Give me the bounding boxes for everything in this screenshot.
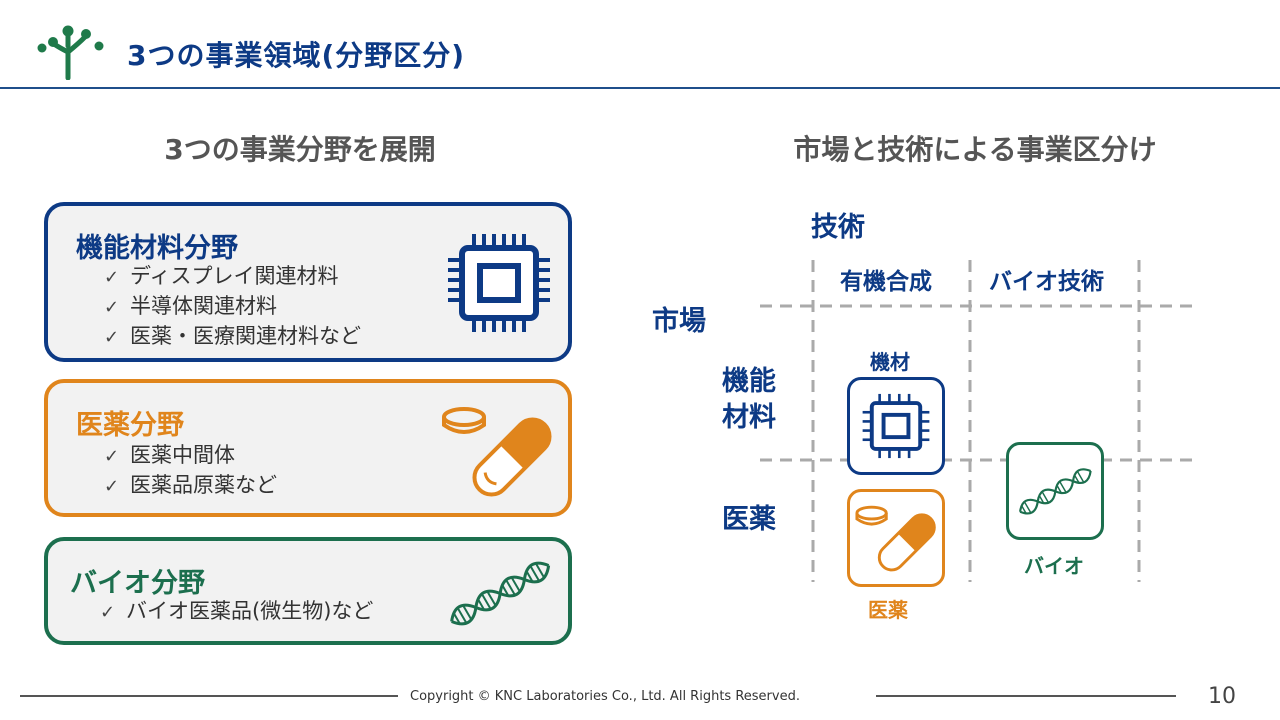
list-item: ✓半導体関連材料 (104, 292, 361, 322)
functional-materials-card: 機能材料分野 ✓ディスプレイ関連材料 ✓半導体関連材料 ✓医薬・医療関連材料など (44, 202, 572, 362)
materials-tile (847, 377, 945, 475)
pharma-tile (847, 489, 945, 587)
segmentation-heading: 市場と技術による事業区分け (793, 133, 1157, 166)
check-icon: ✓ (104, 446, 120, 467)
bio-tile (1006, 442, 1104, 540)
card-title: バイオ分野 (70, 568, 205, 599)
column-biotechnology: バイオ技術 (989, 269, 1104, 295)
list-item: ✓ディスプレイ関連材料 (104, 262, 361, 292)
check-icon: ✓ (104, 476, 120, 497)
page-number: 10 (1208, 684, 1236, 709)
capsule-pill-icon (442, 407, 552, 497)
check-icon: ✓ (104, 297, 120, 318)
card-title: 機能材料分野 (76, 233, 238, 264)
bio-card: バイオ分野 ✓バイオ医薬品(微生物)など (44, 537, 572, 645)
list-item: ✓医薬品原薬など (104, 471, 277, 501)
technology-axis-label: 技術 (811, 212, 865, 243)
copyright-text: Copyright © KNC Laboratories Co., Ltd. A… (410, 689, 800, 704)
tree-logo-icon (37, 25, 104, 80)
card-items: ✓バイオ医薬品(微生物)など (100, 597, 373, 627)
check-icon: ✓ (104, 327, 120, 348)
tile-label-materials: 機材 (870, 350, 910, 374)
business-fields-heading: 3つの事業分野を展開 (164, 133, 436, 166)
chip-icon (862, 393, 930, 459)
tile-label-bio: バイオ (1024, 554, 1084, 578)
check-icon: ✓ (100, 602, 116, 623)
footer-divider-right (876, 695, 1176, 697)
market-axis-label: 市場 (652, 306, 706, 337)
list-item: ✓バイオ医薬品(微生物)など (100, 597, 373, 627)
header-divider (0, 87, 1280, 89)
list-item: ✓医薬・医療関連材料など (104, 322, 361, 352)
row-functional-materials: 機能 材料 (722, 366, 776, 433)
check-icon: ✓ (104, 267, 120, 288)
chip-icon (448, 234, 550, 332)
column-organic-synthesis: 有機合成 (840, 269, 932, 295)
dna-icon (450, 561, 551, 626)
page-title: 3つの事業領域(分野区分) (127, 39, 466, 72)
card-items: ✓ディスプレイ関連材料 ✓半導体関連材料 ✓医薬・医療関連材料など (104, 262, 361, 352)
capsule-pill-icon (855, 505, 936, 572)
card-title: 医薬分野 (76, 410, 184, 441)
pharmaceuticals-card: 医薬分野 ✓医薬中間体 ✓医薬品原薬など (44, 379, 572, 517)
list-item: ✓医薬中間体 (104, 441, 277, 471)
matrix-grid (760, 260, 1196, 582)
footer-divider-left (20, 695, 398, 697)
tile-label-pharma: 医薬 (868, 598, 908, 622)
dna-icon (1019, 468, 1092, 515)
row-pharmaceuticals: 医薬 (722, 504, 776, 535)
card-items: ✓医薬中間体 ✓医薬品原薬など (104, 441, 277, 501)
